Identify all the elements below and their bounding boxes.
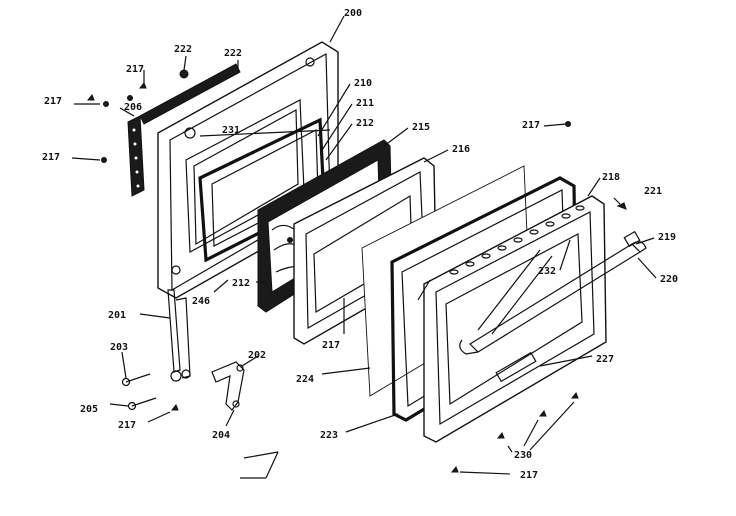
- label-221: 221: [644, 186, 662, 197]
- label-204: 204: [212, 430, 230, 441]
- label-212: 212: [356, 118, 374, 129]
- screws: [86, 69, 627, 473]
- label-219: 219: [658, 232, 676, 243]
- label-215: 215: [412, 122, 430, 133]
- label-232: 232: [538, 266, 556, 277]
- label-217-left-upper: 217: [44, 96, 62, 107]
- label-217-mid: 217: [322, 340, 340, 351]
- hinge-arm: [167, 289, 191, 382]
- leader-lines: [71, 15, 657, 479]
- label-231: 231: [222, 125, 240, 136]
- label-220: 220: [660, 274, 678, 285]
- label-200: 200: [344, 8, 362, 19]
- label-201: 201: [108, 310, 126, 321]
- side-gasket-strip: [127, 63, 241, 197]
- hinge-bracket: [211, 361, 245, 411]
- label-217-top: 217: [126, 64, 144, 75]
- label-212-lower: 212: [232, 278, 250, 289]
- label-217-bottom-right: 217: [520, 470, 538, 481]
- label-217-bottom-left: 217: [118, 420, 136, 431]
- label-217-right: 217: [522, 120, 540, 131]
- vent-slots: [449, 205, 585, 275]
- label-224: 224: [296, 374, 314, 385]
- label-227: 227: [596, 354, 614, 365]
- label-230: 230: [514, 450, 532, 461]
- label-206: 206: [124, 102, 142, 113]
- label-246: 246: [192, 296, 210, 307]
- label-210: 210: [354, 78, 372, 89]
- label-222-right: 222: [224, 48, 242, 59]
- label-202: 202: [248, 350, 266, 361]
- label-211: 211: [356, 98, 374, 109]
- label-217-left-lower: 217: [42, 152, 60, 163]
- label-222-top: 222: [174, 44, 192, 55]
- label-223: 223: [320, 430, 338, 441]
- label-205: 205: [80, 404, 98, 415]
- outer-door-panel: [417, 195, 607, 443]
- label-218: 218: [602, 172, 620, 183]
- label-203: 203: [110, 342, 128, 353]
- label-216: 216: [452, 144, 470, 155]
- part-labels: 200 210 211 212 215 216 218 221 219 220 …: [42, 8, 678, 481]
